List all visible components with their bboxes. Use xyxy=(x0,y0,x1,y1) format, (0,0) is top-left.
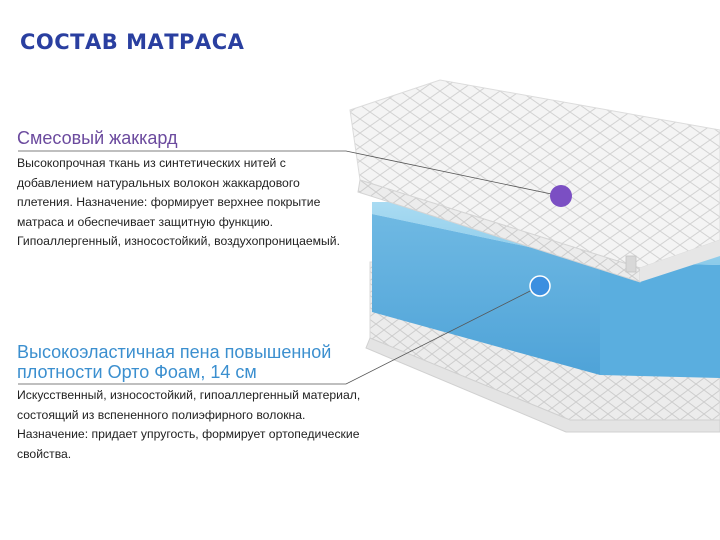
marker-jacquard xyxy=(550,185,572,207)
heading-line: Высокоэластичная пена повышенной xyxy=(17,342,332,362)
avito-watermark: Avito xyxy=(613,501,701,527)
marker-foam xyxy=(529,275,551,297)
watermark-text: Avito xyxy=(647,501,702,526)
description-line: свойства. xyxy=(17,446,72,461)
description-line: Гипоаллергенный, износостойкий, воздухоп… xyxy=(17,234,340,248)
description-line: Искусственный, износостойкий, гипоаллерг… xyxy=(17,388,361,402)
callout-line-jacquard xyxy=(18,150,562,197)
description-line: добавлением натуральных волокон жаккардо… xyxy=(17,175,300,190)
page-title: СОСТАВ МАТРАСА xyxy=(20,30,245,54)
heading-line: плотности Орто Фоам, 14 см xyxy=(17,362,257,382)
description-line: Назначение: придает упругость, формирует… xyxy=(17,427,360,441)
layer-heading-foam: Высокоэластичная пена повышенной плотнос… xyxy=(17,342,331,382)
callout-line-foam xyxy=(18,285,541,385)
layer-heading-jacquard: Смесовый жаккард xyxy=(17,128,178,148)
description-line: Высокопрочная ткань из синтетических нит… xyxy=(17,156,286,170)
avito-logo-icon xyxy=(614,503,640,525)
layer-description-jacquard: Высокопрочная ткань из синтетических нит… xyxy=(17,154,340,252)
description-line: плетения. Назначение: формирует верхнее … xyxy=(17,195,321,209)
description-line: матраса и обеспечивает защитную функцию. xyxy=(17,214,274,229)
top-cover-layer xyxy=(349,79,720,283)
layer-description-foam: Искусственный, износостойкий, гипоаллерг… xyxy=(17,386,360,464)
description-line: состоящий из вспененного полиэфирного во… xyxy=(17,407,306,422)
